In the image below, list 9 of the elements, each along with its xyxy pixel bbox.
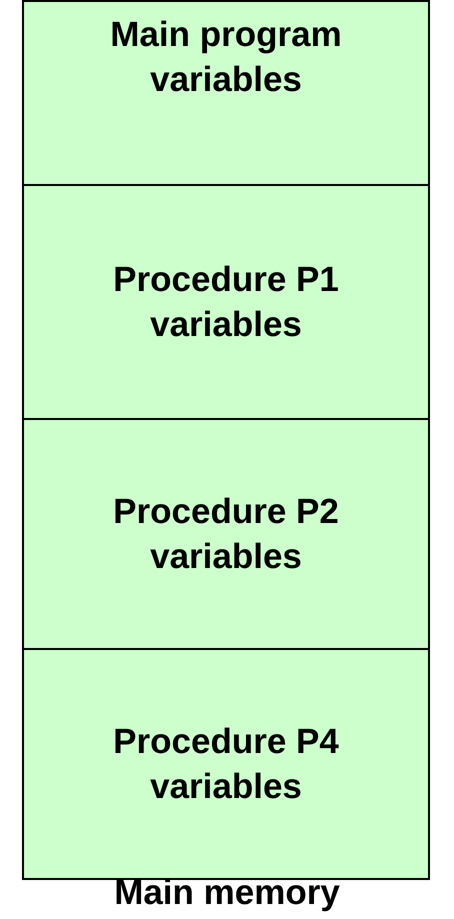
block-label: Main program variables [109, 14, 343, 101]
memory-block [22, 648, 430, 880]
block-label: Procedure P2 variables [112, 491, 340, 578]
caption: Main memory [113, 872, 341, 914]
block-label: Procedure P4 variables [112, 721, 340, 808]
block-label: Procedure P1 variables [112, 259, 340, 346]
memory-block [22, 184, 430, 420]
memory-block [22, 0, 430, 186]
memory-block [22, 418, 430, 650]
